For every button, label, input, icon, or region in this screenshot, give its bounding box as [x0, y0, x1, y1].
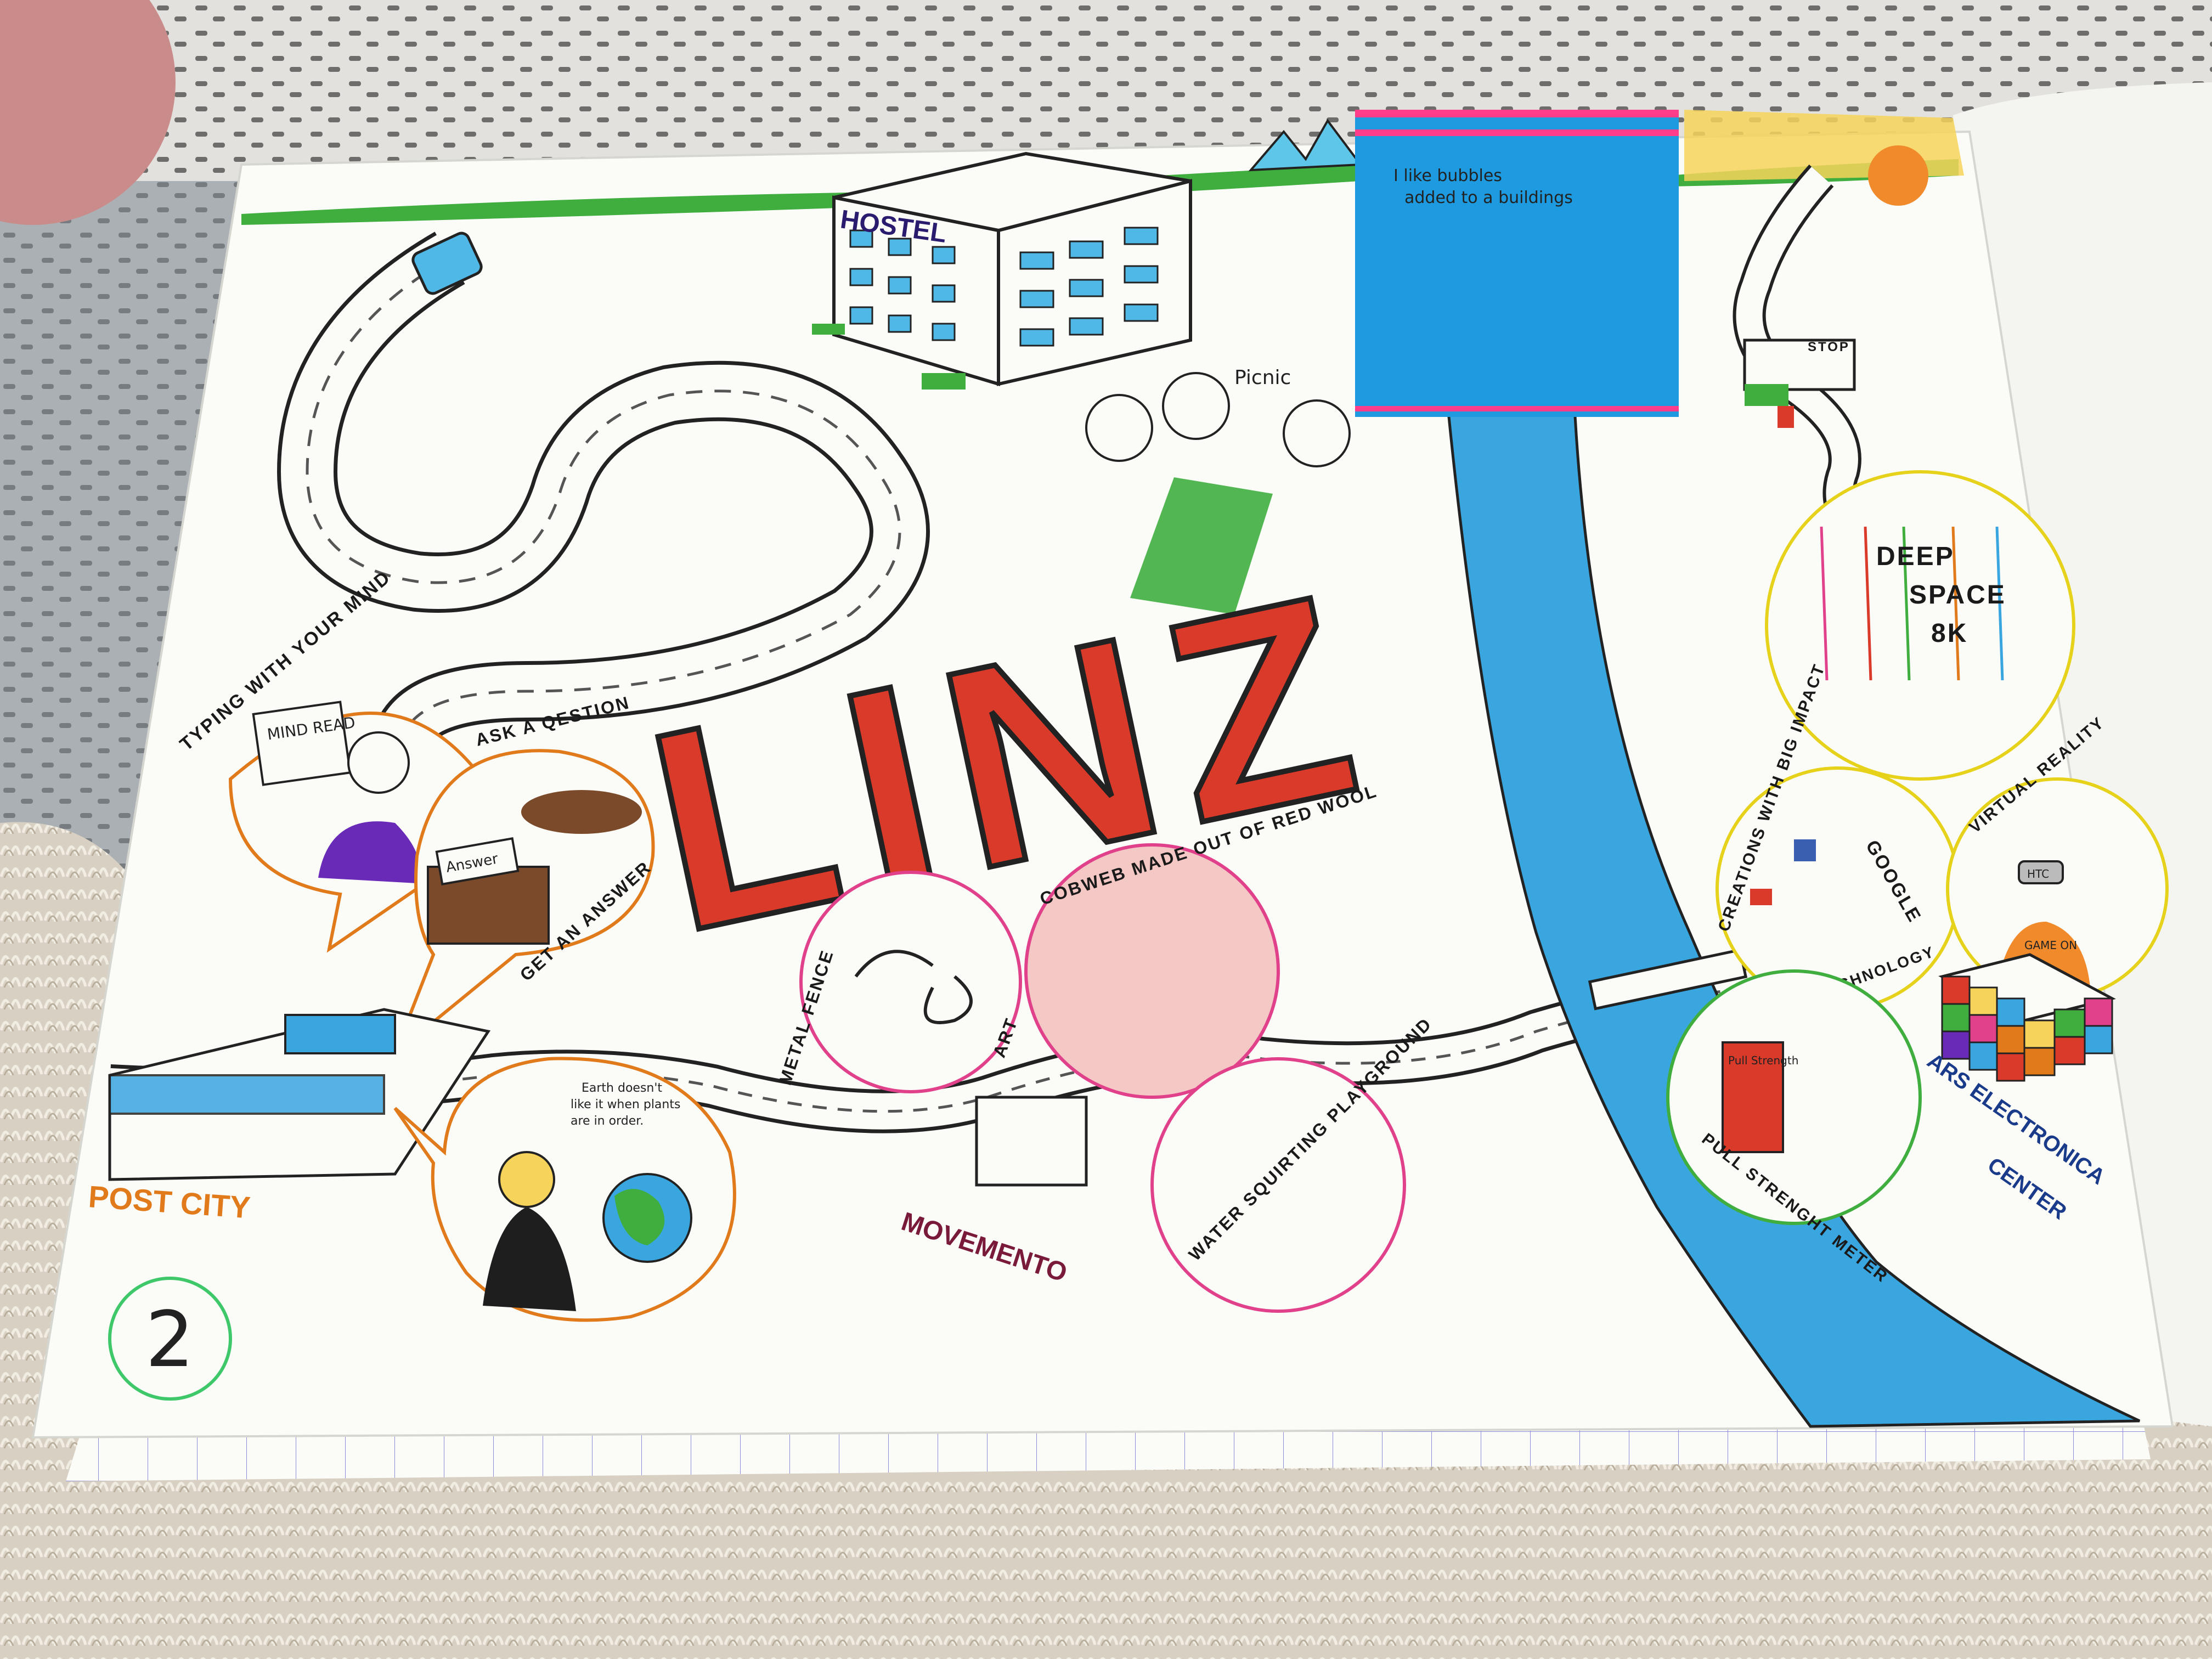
- water-bubble: [1150, 1057, 1406, 1313]
- pull-meter-icon: [1722, 1041, 1784, 1153]
- mountains: [1248, 119, 1363, 172]
- thought-bubble: [1162, 372, 1230, 440]
- sticky-note-line2: added to a buildings: [1404, 188, 1573, 207]
- deep-label: DEEP: [1876, 542, 1955, 571]
- metal-fence-bubble: [799, 871, 1022, 1093]
- suited-man-icon: [483, 1207, 576, 1311]
- sticky-note-line1: I like bubbles: [1393, 166, 1502, 185]
- pink-towel: [0, 0, 176, 225]
- htc-label: HTC: [2027, 867, 2049, 881]
- stop-label: STOP: [1808, 340, 1850, 354]
- picnic-area: Picnic: [1085, 366, 1351, 614]
- game-on-label: GAME ON: [2024, 939, 2077, 952]
- stop-building: STOP: [1743, 338, 1856, 428]
- facebook-icon: [1794, 839, 1816, 861]
- head-icon: [347, 731, 410, 794]
- sticky-note: I like bubbles added to a buildings: [1355, 110, 1679, 417]
- pull-sign: Pull Strength: [1728, 1054, 1798, 1067]
- earth-quote-2: like it when plants: [571, 1098, 680, 1111]
- space-label: SPACE: [1909, 580, 2006, 610]
- person-icon: [318, 821, 420, 883]
- face-bubble: [1085, 394, 1153, 462]
- earth-quote-1: Earth doesn't: [582, 1081, 662, 1095]
- vr-bubble: HTC GAME ON VIRTUAL REALITY: [1946, 713, 2169, 1000]
- page-number: 2: [145, 1295, 194, 1385]
- hostel-building: HOSTEL: [812, 151, 1192, 390]
- sun-icon: [1868, 145, 1928, 206]
- grass-strip: [241, 165, 1361, 225]
- man-head-icon: [498, 1151, 555, 1208]
- youtube-icon: [1750, 889, 1772, 905]
- cobweb-bubble: [1024, 843, 1280, 1099]
- page-number-circle: [108, 1277, 232, 1401]
- picnic-label: Picnic: [1234, 366, 1291, 389]
- movemento-building: [975, 1096, 1088, 1187]
- vr-headset-icon: [2018, 860, 2064, 884]
- table-icon: [521, 790, 642, 834]
- earth-bubble: Earth doesn't like it when plants are in…: [393, 1057, 736, 1322]
- earth-quote-3: are in order.: [571, 1114, 644, 1128]
- deep-space-bubble: DEEP SPACE 8K: [1765, 470, 2075, 781]
- face-bubble: [1283, 399, 1351, 467]
- bus-icon: [411, 232, 483, 295]
- 8k-label: 8K: [1931, 619, 1968, 648]
